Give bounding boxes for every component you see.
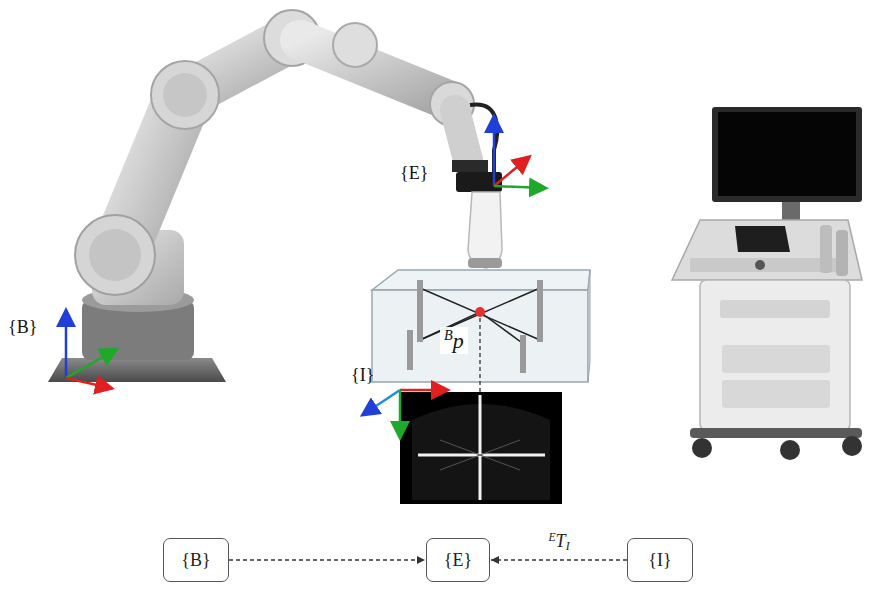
dashed-connector xyxy=(491,559,627,560)
ultrasound-console xyxy=(672,220,862,280)
frame-label: {B} xyxy=(8,318,37,338)
ultrasound-image xyxy=(400,392,562,504)
ultrasound-cart xyxy=(700,280,850,430)
target-point xyxy=(475,307,485,317)
dashed-connector xyxy=(229,559,425,560)
ultrasound-probe xyxy=(468,192,502,268)
frame-name: {E} xyxy=(444,550,472,571)
robot-base-plate xyxy=(48,358,226,382)
ultrasound-monitor xyxy=(712,107,862,202)
frame-box: {E} xyxy=(426,538,490,582)
frame-name: {I} xyxy=(648,550,671,571)
frame-box: {I} xyxy=(627,538,693,582)
frame-label: {I} xyxy=(351,366,374,386)
frame-name: {B} xyxy=(181,550,210,571)
point-label: Bp xyxy=(440,327,468,354)
transform-label: ETI xyxy=(546,532,571,554)
frame-label: {E} xyxy=(400,164,428,184)
frame-box: {B} xyxy=(163,538,229,582)
